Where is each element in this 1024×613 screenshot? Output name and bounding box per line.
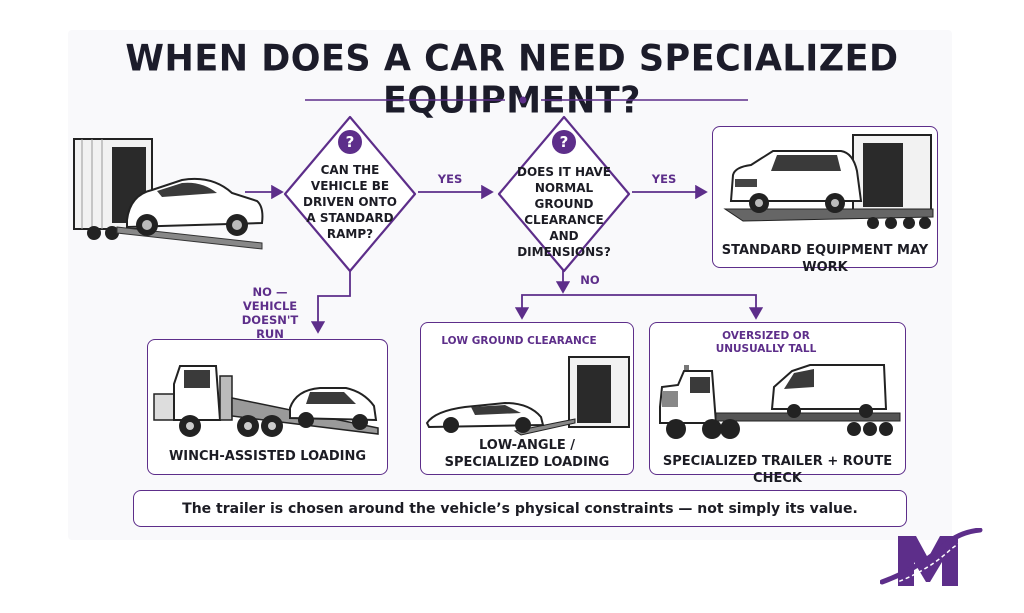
outcome-oversize-label: SPECIALIZED TRAILER + ROUTE CHECK [662,454,893,486]
question-icon: ? [552,130,576,154]
decision-clearance-text: DOES IT HAVE NORMAL GROUND CLEARANCE AND… [516,165,611,259]
start-illustration [73,138,264,250]
footer-note: The trailer is chosen around the vehicle… [133,490,907,527]
oversize-note: OVERSIZED OR UNUSUALLY TALL [715,330,817,355]
outcome-standard-label: STANDARD EQUIPMENT MAY WORK [721,243,929,275]
edge-label-no-2: NO [580,273,600,287]
page-title: WHEN DOES A CAR NEED SPECIALIZED EQUIPME… [125,38,899,122]
outcome-winch-box: WINCH-ASSISTED LOADING [147,339,388,475]
outcome-low-angle-box: LOW GROUND CLEARANCE LOW-ANGLE / SPECIAL… [420,322,634,475]
outcome-low-angle-label: LOW-ANGLE / SPECIALIZED LOADING [444,438,610,470]
sports-car-low-ramp-illustration [425,356,630,436]
decision-drivable-diamond [283,115,417,273]
tow-truck-illustration [153,365,379,437]
outcome-winch-label: WINCH-ASSISTED LOADING [168,449,367,464]
edge-label-yes-1: YES [437,172,463,186]
outcome-standard-box: STANDARD EQUIPMENT MAY WORK [712,126,938,275]
low-clearance-note: LOW GROUND CLEARANCE [441,335,597,347]
outcome-oversize-box: OVERSIZED OR UNUSUALLY TALL SPECIALIZED … [649,322,906,486]
brand-logo-icon [880,528,983,587]
question-icon: ? [338,130,362,154]
decision-drivable-text: CAN THE VEHICLE BE DRIVEN ONTO A STANDAR… [302,163,397,241]
decision-clearance-diamond [497,115,631,273]
title-divider [305,96,748,104]
svg-text:?: ? [346,133,355,151]
svg-text:?: ? [560,133,569,151]
suv-on-trailer-illustration [723,134,934,229]
edge-label-no-1: NO — VEHICLE DOESN'T RUN [241,285,299,341]
edge-label-yes-2: YES [651,172,677,186]
semi-with-van-illustration [659,364,901,439]
